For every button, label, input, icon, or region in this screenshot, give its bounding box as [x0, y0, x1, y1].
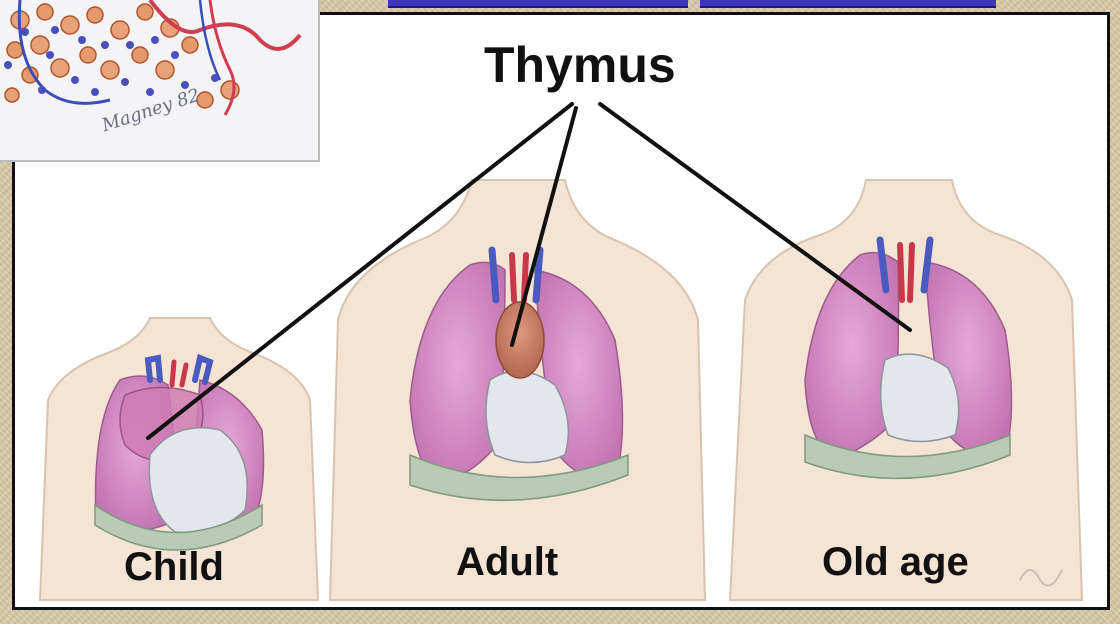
title-thymus: Thymus	[484, 36, 676, 94]
label-child: Child	[124, 545, 224, 590]
old-age-heart	[881, 354, 959, 441]
old-age-figure	[730, 180, 1082, 600]
histology-inset: Magney 82	[0, 0, 320, 162]
child-heart	[149, 428, 247, 533]
label-old-age: Old age	[822, 540, 969, 585]
histology-drawing	[0, 0, 318, 160]
adult-figure	[330, 180, 705, 600]
label-adult: Adult	[456, 540, 558, 585]
